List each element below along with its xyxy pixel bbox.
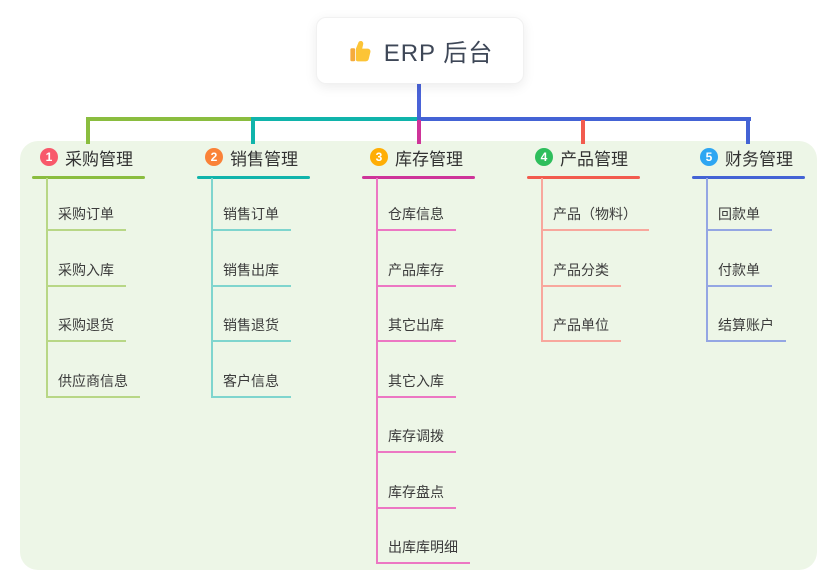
child-node[interactable]: 库存盘点 <box>376 481 456 509</box>
branch-children-line <box>376 178 378 564</box>
child-node[interactable]: 产品库存 <box>376 259 456 287</box>
branch-label: 采购管理 <box>65 149 133 169</box>
branch-node-3[interactable]: 3 库存管理 <box>370 148 463 169</box>
branch-number-badge: 5 <box>700 148 718 166</box>
child-node[interactable]: 回款单 <box>706 203 772 231</box>
root-node-label: ERP 后台 <box>383 40 494 67</box>
root-connector-line <box>417 82 421 119</box>
branch-underline <box>692 176 805 179</box>
root-node[interactable]: ERP 后台 <box>316 17 524 84</box>
child-node[interactable]: 采购退货 <box>46 314 126 342</box>
child-node[interactable]: 库存调拨 <box>376 425 456 453</box>
branch-label: 财务管理 <box>725 149 793 169</box>
branch-number-badge: 4 <box>535 148 553 166</box>
child-node[interactable]: 销售退货 <box>211 314 291 342</box>
branch-label: 产品管理 <box>560 149 628 169</box>
child-node[interactable]: 付款单 <box>706 259 772 287</box>
child-node[interactable]: 供应商信息 <box>46 370 140 398</box>
branch-underline <box>32 176 145 179</box>
branch-children-line <box>541 178 543 342</box>
child-node[interactable]: 产品分类 <box>541 259 621 287</box>
branch-node-5[interactable]: 5 财务管理 <box>700 148 793 169</box>
branch-number-badge: 2 <box>205 148 223 166</box>
child-node[interactable]: 其它入库 <box>376 370 456 398</box>
drop-line-branch-4 <box>581 120 585 144</box>
child-node[interactable]: 销售订单 <box>211 203 291 231</box>
trunk-segment-teal <box>251 117 419 121</box>
child-node[interactable]: 仓库信息 <box>376 203 456 231</box>
branch-underline <box>197 176 310 179</box>
branch-underline <box>362 176 475 179</box>
drop-line-branch-3 <box>417 120 421 144</box>
child-node[interactable]: 采购订单 <box>46 203 126 231</box>
branch-children-line <box>706 178 708 342</box>
drop-line-branch-1 <box>86 117 90 144</box>
branch-label: 销售管理 <box>230 149 298 169</box>
branch-node-4[interactable]: 4 产品管理 <box>535 148 628 169</box>
branch-children-line <box>46 178 48 398</box>
child-node[interactable]: 客户信息 <box>211 370 291 398</box>
branch-number-badge: 3 <box>370 148 388 166</box>
child-node[interactable]: 产品单位 <box>541 314 621 342</box>
child-node[interactable]: 出库库明细 <box>376 536 470 564</box>
thumbs-up-icon <box>347 37 374 64</box>
child-node[interactable]: 结算账户 <box>706 314 786 342</box>
branch-number-badge: 1 <box>40 148 58 166</box>
trunk-segment-blue <box>417 117 751 121</box>
drop-line-branch-2 <box>251 117 255 144</box>
trunk-segment-green <box>86 117 254 121</box>
branch-node-1[interactable]: 1 采购管理 <box>40 148 133 169</box>
branches-panel <box>20 141 817 570</box>
child-node[interactable]: 产品（物料） <box>541 203 649 231</box>
branch-children-line <box>211 178 213 398</box>
child-node[interactable]: 采购入库 <box>46 259 126 287</box>
child-node[interactable]: 其它出库 <box>376 314 456 342</box>
branch-label: 库存管理 <box>395 149 463 169</box>
branch-node-2[interactable]: 2 销售管理 <box>205 148 298 169</box>
child-node[interactable]: 销售出库 <box>211 259 291 287</box>
drop-line-branch-5 <box>746 117 750 144</box>
branch-underline <box>527 176 640 179</box>
